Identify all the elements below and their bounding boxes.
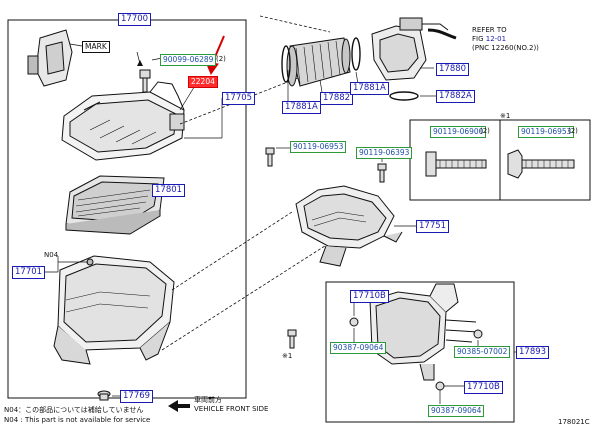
part-label-17769[interactable]: 17769 bbox=[120, 390, 154, 403]
vehicle-front-jp: 車両前方 bbox=[194, 396, 222, 404]
sensor-screw-drawing bbox=[139, 69, 151, 93]
vehicle-front-arrow bbox=[168, 400, 190, 412]
refer-fig-link[interactable]: 12-01 bbox=[485, 35, 507, 43]
case-bolt-drawing bbox=[97, 390, 111, 401]
part-label-17882a[interactable]: 17882A bbox=[436, 90, 475, 103]
part-label-17705[interactable]: 17705 bbox=[222, 92, 256, 105]
part-label-22204[interactable]: 22204 bbox=[188, 76, 218, 88]
qty-90119-06900: (2) bbox=[480, 127, 490, 135]
part-label-17880[interactable]: 17880 bbox=[436, 63, 470, 76]
part-label-90119-06900[interactable]: 90119-06900 bbox=[430, 126, 487, 138]
refer-line3: (PNC 12260(NO.2)) bbox=[472, 44, 539, 52]
part-label-90119-06953-detail[interactable]: 90119-06953 bbox=[518, 126, 575, 138]
part-label-17881a-right[interactable]: 17881A bbox=[350, 82, 389, 95]
qty-90119-06953: (2) bbox=[568, 127, 578, 135]
part-label-17700[interactable]: 17700 bbox=[118, 13, 152, 26]
air-cleaner-cover-drawing bbox=[61, 81, 185, 161]
part-label-90385-07002[interactable]: 90385-07002 bbox=[454, 346, 511, 358]
part-label-17751[interactable]: 17751 bbox=[416, 220, 450, 233]
footnote-jp: N04：この部品については補給していません bbox=[4, 406, 144, 414]
part-label-90119-06953-upper[interactable]: 90119-06953 bbox=[290, 141, 347, 153]
air-filter-element-drawing bbox=[65, 175, 165, 235]
diagram-id: 178021C bbox=[558, 418, 590, 426]
part-label-17801[interactable]: 17801 bbox=[152, 184, 186, 197]
hose-clamp-drawing bbox=[281, 37, 419, 101]
vehicle-front-en: VEHICLE FRONT SIDE bbox=[194, 405, 269, 413]
part-label-17710b-bottom[interactable]: 17710B bbox=[464, 381, 503, 394]
resonator-star1: ※1 bbox=[282, 352, 293, 360]
duct-screw-drawing bbox=[265, 147, 387, 183]
part-label-17710b-top[interactable]: 17710B bbox=[350, 290, 389, 303]
intake-hose-drawing bbox=[286, 37, 351, 87]
refer-line1: REFER TO bbox=[472, 26, 507, 34]
part-label-17882[interactable]: 17882 bbox=[320, 92, 354, 105]
intake-connector-drawing bbox=[371, 17, 449, 81]
part-label-17701[interactable]: 17701 bbox=[12, 266, 46, 279]
refer-pipe-drawing bbox=[427, 28, 457, 40]
refer-line2[interactable]: FIG 12-01 bbox=[472, 35, 506, 43]
detail-star1-top: ※1 bbox=[500, 112, 511, 120]
part-label-17881a-left[interactable]: 17881A bbox=[282, 101, 321, 114]
refer-note: REFER TO FIG 12-01 (PNC 12260(NO.2)) bbox=[472, 26, 539, 53]
air-flow-sensor-drawing bbox=[27, 29, 73, 87]
part-label-90387-09064-left[interactable]: 90387-09064 bbox=[330, 342, 387, 354]
part-label-90387-09064-bottom[interactable]: 90387-09064 bbox=[428, 405, 485, 417]
footnote-en: N04 : This part is not available for ser… bbox=[4, 416, 151, 424]
part-label-90119-06393[interactable]: 90119-06393 bbox=[356, 147, 413, 159]
n04-label: N04 bbox=[44, 251, 59, 259]
air-cleaner-case-drawing bbox=[53, 255, 175, 365]
bolt-detail-drawing bbox=[425, 149, 575, 179]
resonator-drawing bbox=[369, 283, 479, 381]
part-label-17893[interactable]: 17893 bbox=[516, 346, 550, 359]
part-label-90099-06289[interactable]: 90099-06289 bbox=[160, 54, 217, 66]
air-duct-drawing bbox=[295, 185, 403, 267]
mark-label: MARK bbox=[82, 41, 110, 53]
refer-fig-prefix: FIG bbox=[472, 35, 486, 43]
qty-90099: (2) bbox=[216, 55, 226, 63]
